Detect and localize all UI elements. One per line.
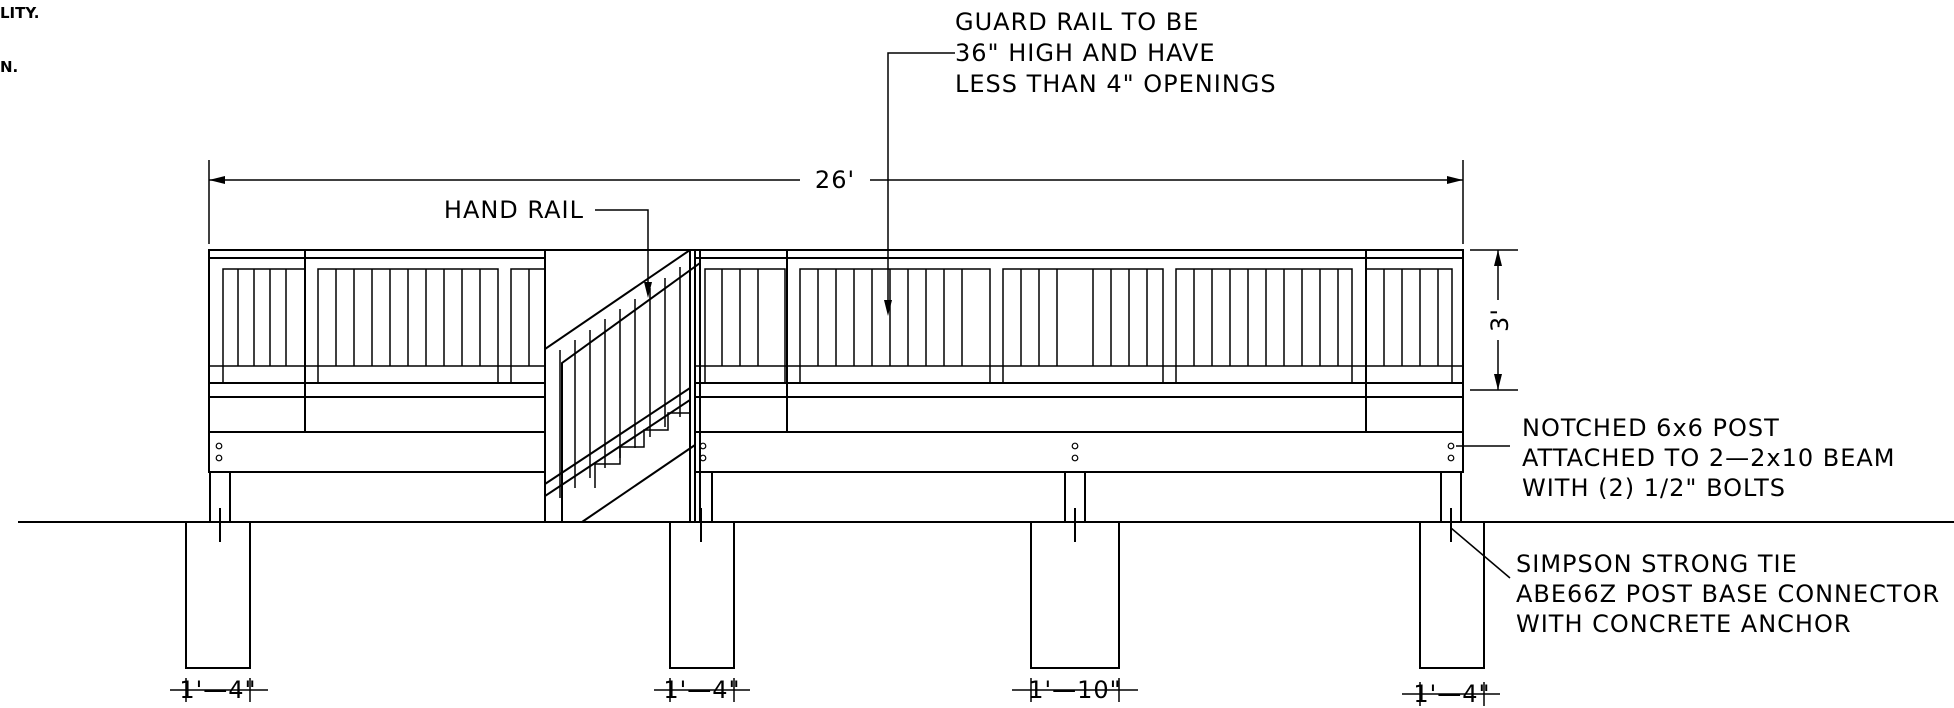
guard-rail-leader <box>884 52 955 316</box>
dim-rail-height-label: 3' <box>1486 308 1514 332</box>
footing-4-width-label: 1'—4" <box>1413 680 1490 708</box>
post-note-line-3: WITH (2) 1/2" BOLTS <box>1522 474 1786 502</box>
footing-4 <box>1419 521 1485 669</box>
stair <box>544 249 701 523</box>
footings <box>185 521 1485 669</box>
balusters <box>237 269 1439 366</box>
hand-rail-leader <box>595 209 652 298</box>
footing-dimensions <box>170 678 1500 706</box>
overall-dimension <box>208 160 1464 244</box>
post-note-line-1: NOTCHED 6x6 POST <box>1522 414 1780 442</box>
post-note-line-2: ATTACHED TO 2—2x10 BEAM <box>1522 444 1896 472</box>
base-note-leader <box>1450 527 1511 579</box>
guard-rail-note-line-1: GUARD RAIL TO BE <box>955 8 1199 36</box>
deck-structure <box>208 249 1464 473</box>
base-note-line-2: ABE66Z POST BASE CONNECTOR <box>1516 580 1940 608</box>
footing-2-width-label: 1'—4" <box>663 676 740 704</box>
base-note-line-1: SIMPSON STRONG TIE <box>1516 550 1798 578</box>
footing-1-width-label: 1'—4" <box>179 676 256 704</box>
footing-2 <box>669 521 735 669</box>
anchor-bolts <box>219 508 1452 542</box>
footing-1 <box>185 521 251 669</box>
footing-3 <box>1030 521 1120 669</box>
edge-note-2: N. <box>0 58 18 76</box>
dim-overall-label: 26' <box>815 166 855 194</box>
edge-note-1: LITY. <box>0 4 39 22</box>
rail-height-dimension <box>1470 249 1518 391</box>
guard-rail-note-line-2: 36" HIGH AND HAVE <box>955 39 1216 67</box>
support-posts <box>209 471 1462 523</box>
footing-3-width-label: 1'—10" <box>1028 676 1121 704</box>
base-note-line-3: WITH CONCRETE ANCHOR <box>1516 610 1852 638</box>
guard-rail-note-line-3: LESS THAN 4" OPENINGS <box>955 70 1277 98</box>
hand-rail-note: HAND RAIL <box>444 196 584 224</box>
